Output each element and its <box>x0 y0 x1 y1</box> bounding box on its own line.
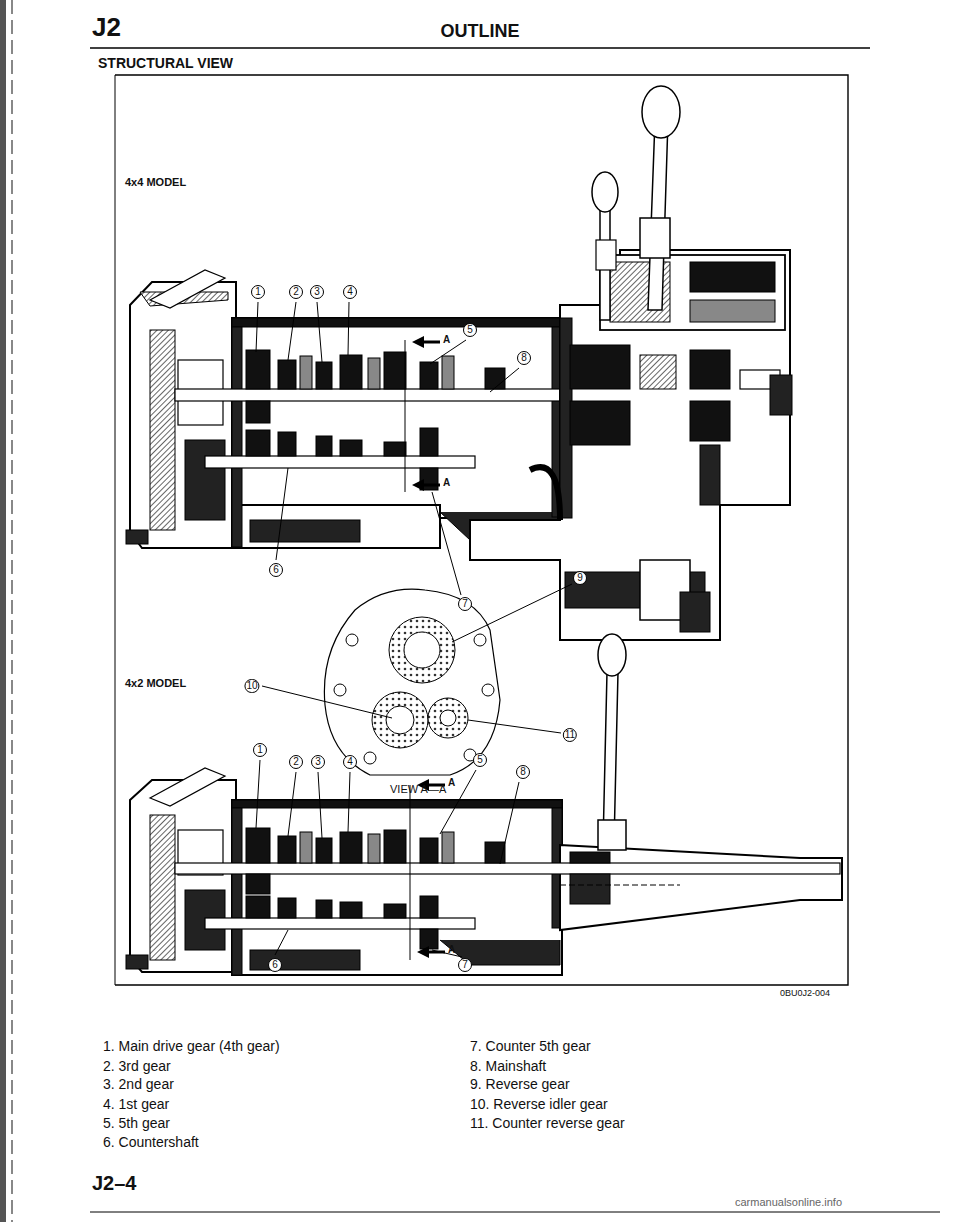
view-label: VIEW A—A <box>390 783 446 795</box>
figure-code: 0BU0J2-004 <box>780 988 830 998</box>
callout-number: 9 <box>573 571 587 585</box>
header-rule <box>90 47 870 49</box>
page-section-code: J2 <box>92 12 121 43</box>
callout-number: 11 <box>563 728 577 742</box>
page-number: J2–4 <box>92 1172 137 1195</box>
part-list-item: 9. Reverse gear <box>470 1076 570 1092</box>
section-mark-letter: A <box>443 477 450 488</box>
transmission-4x4 <box>126 86 792 640</box>
callout-number: 1 <box>251 285 265 299</box>
section-mark-letter: A <box>448 777 455 788</box>
callout-number: 8 <box>516 765 530 779</box>
model-label: 4x2 MODEL <box>125 677 186 689</box>
callout-number: 10 <box>244 679 259 693</box>
page-title: OUTLINE <box>441 21 520 42</box>
leader-lines <box>256 302 572 957</box>
part-list-item: 4. 1st gear <box>103 1096 169 1112</box>
callout-number: 7 <box>458 597 472 611</box>
section-view <box>324 589 500 775</box>
part-list-item: 6. Countershaft <box>103 1134 199 1150</box>
section-mark-letter: A <box>448 944 455 955</box>
callout-number: 5 <box>463 323 477 337</box>
section-mark-letter: A <box>443 334 450 345</box>
callout-number: 6 <box>268 958 282 972</box>
part-list-item: 2. 3rd gear <box>103 1058 171 1074</box>
callout-number: 5 <box>473 753 487 767</box>
part-list-item: 1. Main drive gear (4th gear) <box>103 1038 280 1054</box>
callout-number: 3 <box>310 285 324 299</box>
part-list-item: 8. Mainshaft <box>470 1058 546 1074</box>
binding-edge <box>11 0 13 1222</box>
section-heading: STRUCTURAL VIEW <box>98 55 233 71</box>
callout-number: 7 <box>458 958 472 972</box>
callout-number: 2 <box>289 755 303 769</box>
frame <box>115 75 848 985</box>
footer-rule <box>90 1212 940 1213</box>
frame <box>115 75 116 985</box>
part-list-item: 3. 2nd gear <box>103 1076 174 1092</box>
callout-number: 2 <box>289 285 303 299</box>
watermark: carmanualsonline.info <box>735 1196 842 1208</box>
callout-number: 1 <box>253 743 267 757</box>
part-list-item: 11. Counter reverse gear <box>470 1115 625 1131</box>
callout-number: 6 <box>269 563 283 577</box>
transmission-4x2 <box>126 634 842 975</box>
callout-number: 4 <box>343 285 357 299</box>
model-label: 4x4 MODEL <box>125 176 186 188</box>
callout-number: 3 <box>311 755 325 769</box>
part-list-item: 5. 5th gear <box>103 1115 170 1131</box>
part-list-item: 10. Reverse idler gear <box>470 1096 608 1112</box>
part-list-item: 7. Counter 5th gear <box>470 1038 591 1054</box>
callout-number: 8 <box>517 351 531 365</box>
callout-number: 4 <box>343 755 357 769</box>
binding-edge <box>0 0 6 1222</box>
